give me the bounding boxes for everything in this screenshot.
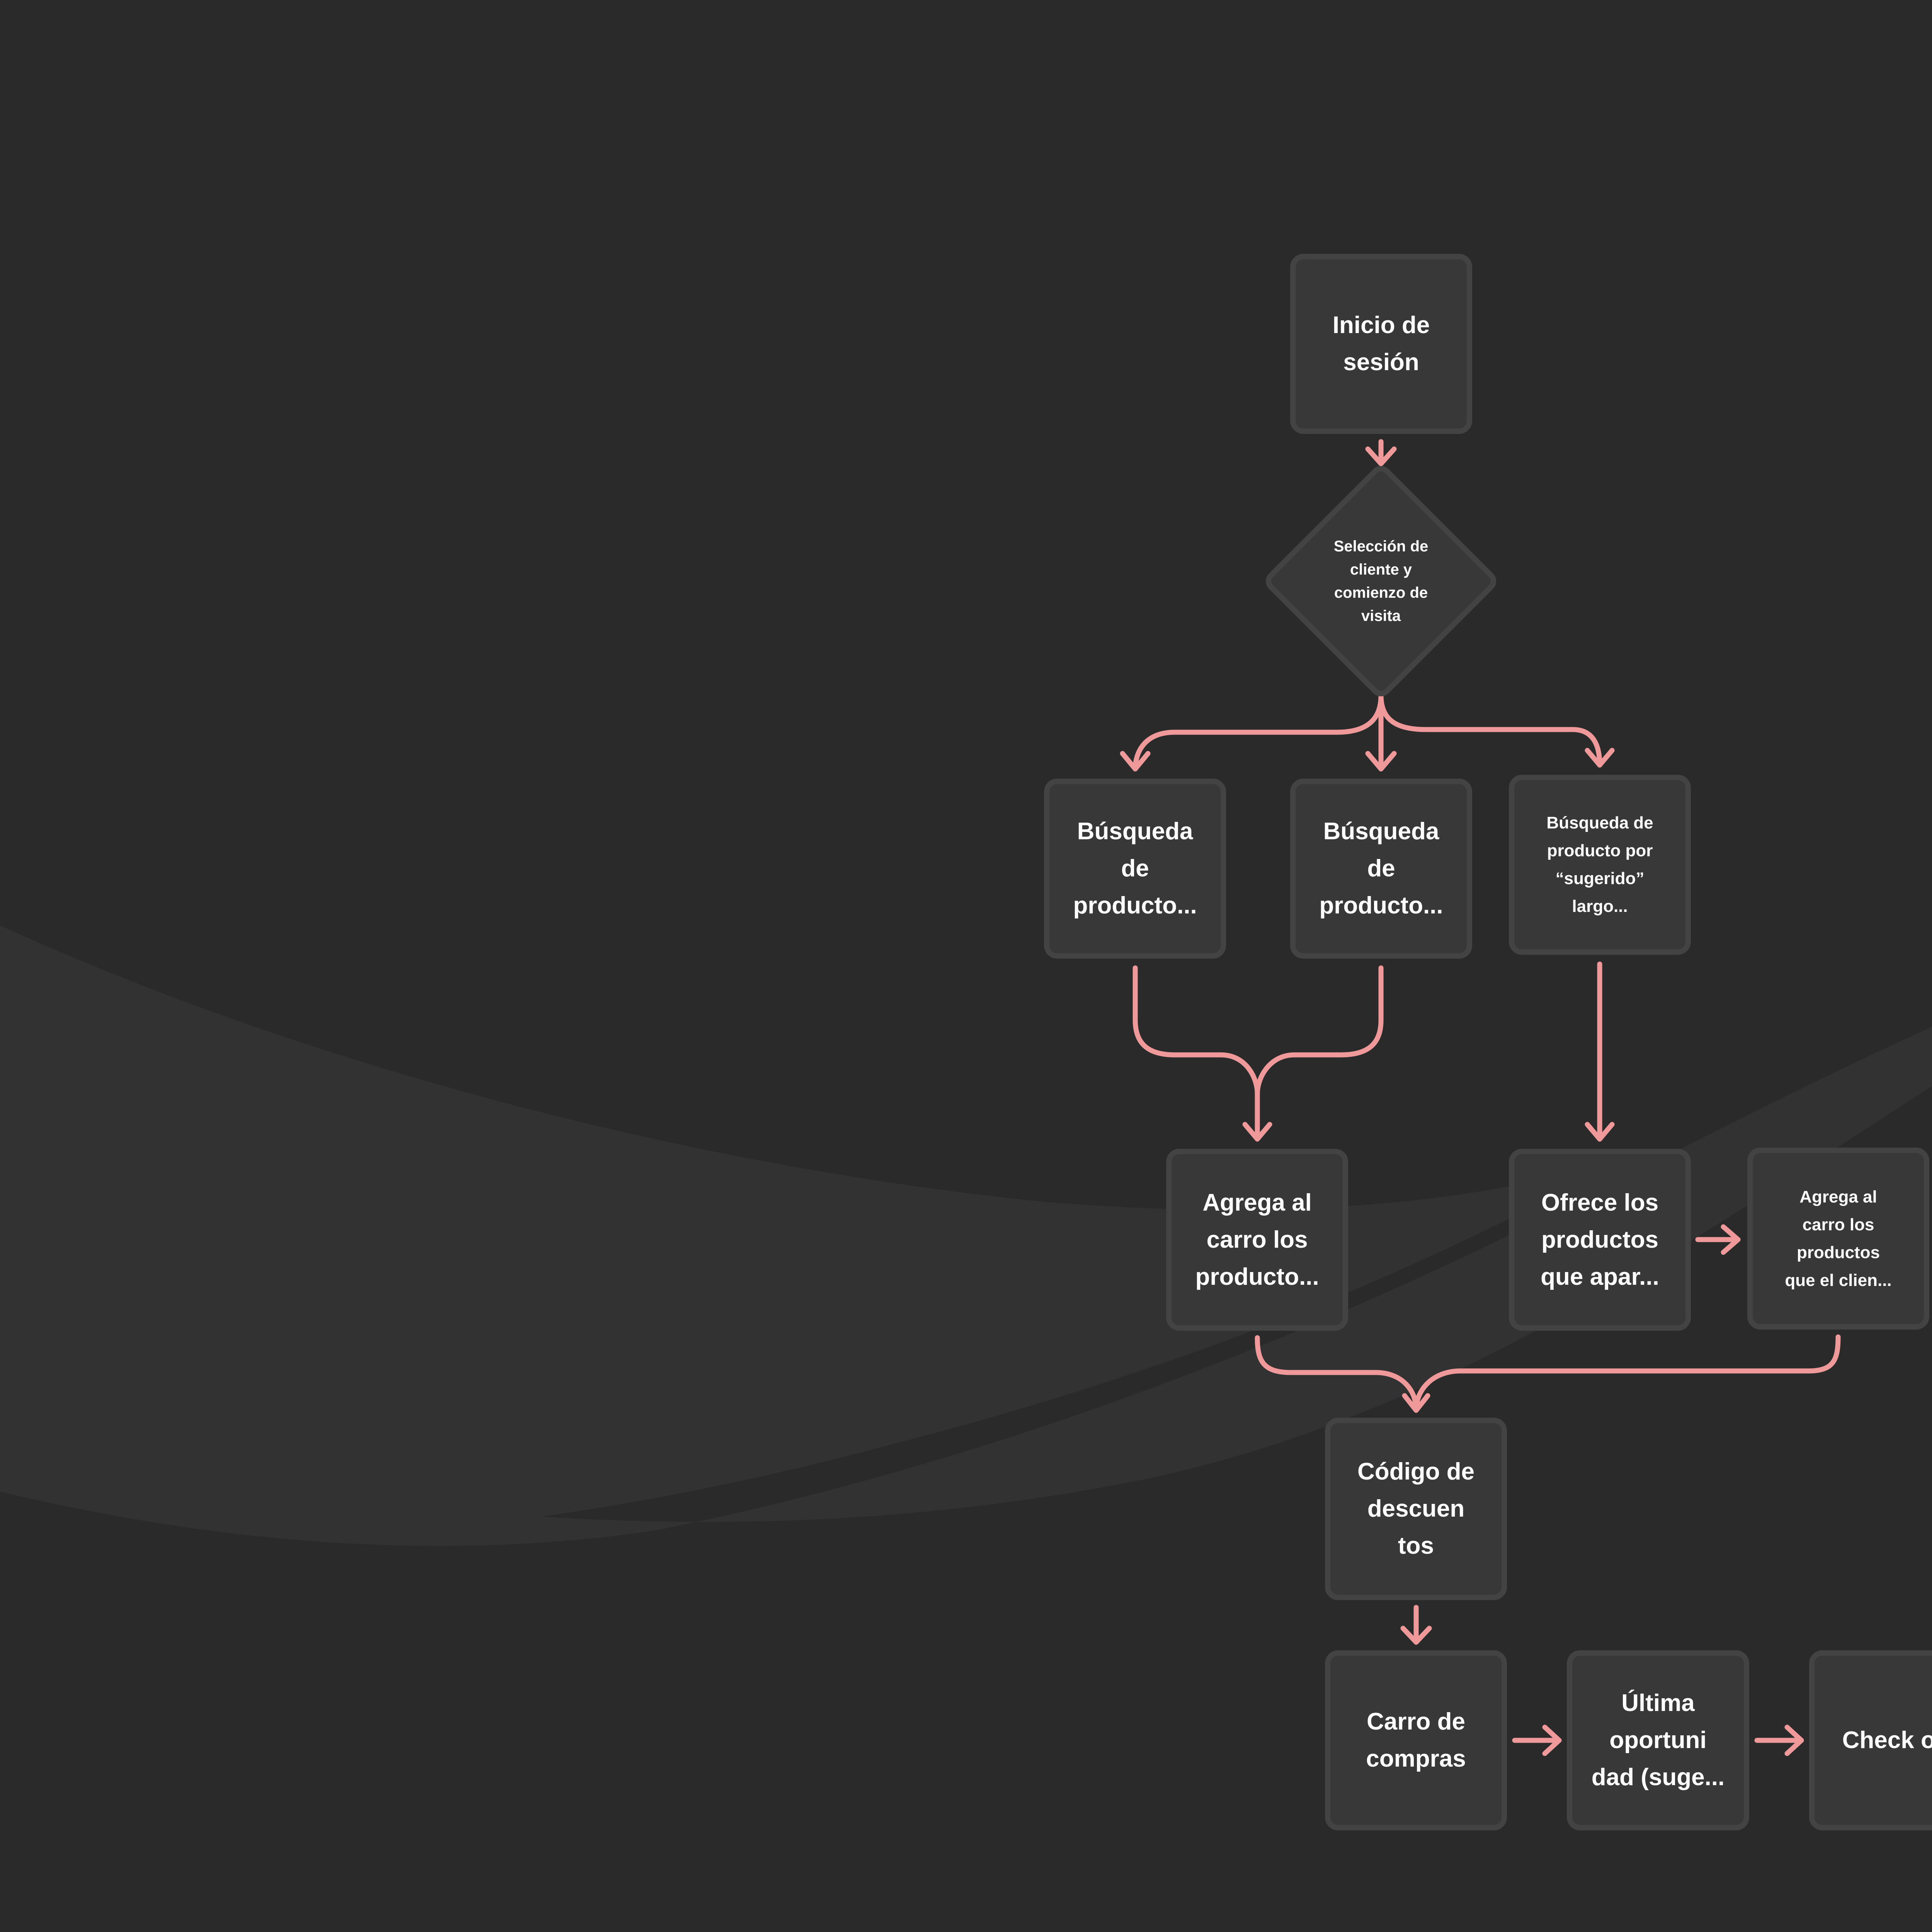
node-label: Búsqueda de producto por “sugerido” larg… — [1546, 813, 1653, 916]
node-carro-compras[interactable]: Carro de compras — [1325, 1650, 1507, 1830]
node-label: Inicio de sesión — [1332, 312, 1430, 376]
node-agrega-carro-1[interactable]: Agrega al carro los producto... — [1166, 1149, 1348, 1331]
node-label: Selección de cliente y comienzo de visit… — [1333, 538, 1429, 624]
node-ofrece-productos[interactable]: Ofrece los productos que apar... — [1509, 1149, 1691, 1331]
node-busqueda-producto-sugerido[interactable]: Búsqueda de producto por “sugerido” larg… — [1509, 775, 1691, 955]
node-agrega-carro-2[interactable]: Agrega al carro los productos que el cli… — [1747, 1148, 1929, 1330]
node-busqueda-producto-1[interactable]: Búsqueda de producto... — [1044, 779, 1226, 959]
node-label: Código de descuen tos — [1357, 1458, 1475, 1559]
node-label: Agrega al carro los producto... — [1195, 1189, 1319, 1290]
node-ultima-oportunidad[interactable]: Última oportuni dad (suge... — [1567, 1650, 1749, 1830]
node-label: Búsqueda de producto... — [1073, 818, 1197, 919]
node-busqueda-producto-2[interactable]: Búsqueda de producto... — [1290, 779, 1472, 959]
node-label: Carro de compras — [1366, 1708, 1466, 1772]
node-label: Última oportuni dad (suge... — [1591, 1690, 1725, 1791]
node-label: Búsqueda de producto... — [1319, 818, 1443, 919]
node-codigo-descuentos[interactable]: Código de descuen tos — [1325, 1418, 1507, 1600]
node-label: Ofrece los productos que apar... — [1541, 1189, 1659, 1290]
node-label: Check out — [1842, 1727, 1932, 1753]
node-check-out[interactable]: Check out — [1809, 1650, 1932, 1830]
node-seleccion-cliente-decision[interactable]: Selección de cliente y comienzo de visit… — [1261, 461, 1501, 701]
node-label: Agrega al carro los productos que el cli… — [1785, 1187, 1892, 1290]
wave-band-left — [0, 925, 1623, 1532]
node-inicio-de-sesion[interactable]: Inicio de sesión — [1290, 254, 1472, 434]
